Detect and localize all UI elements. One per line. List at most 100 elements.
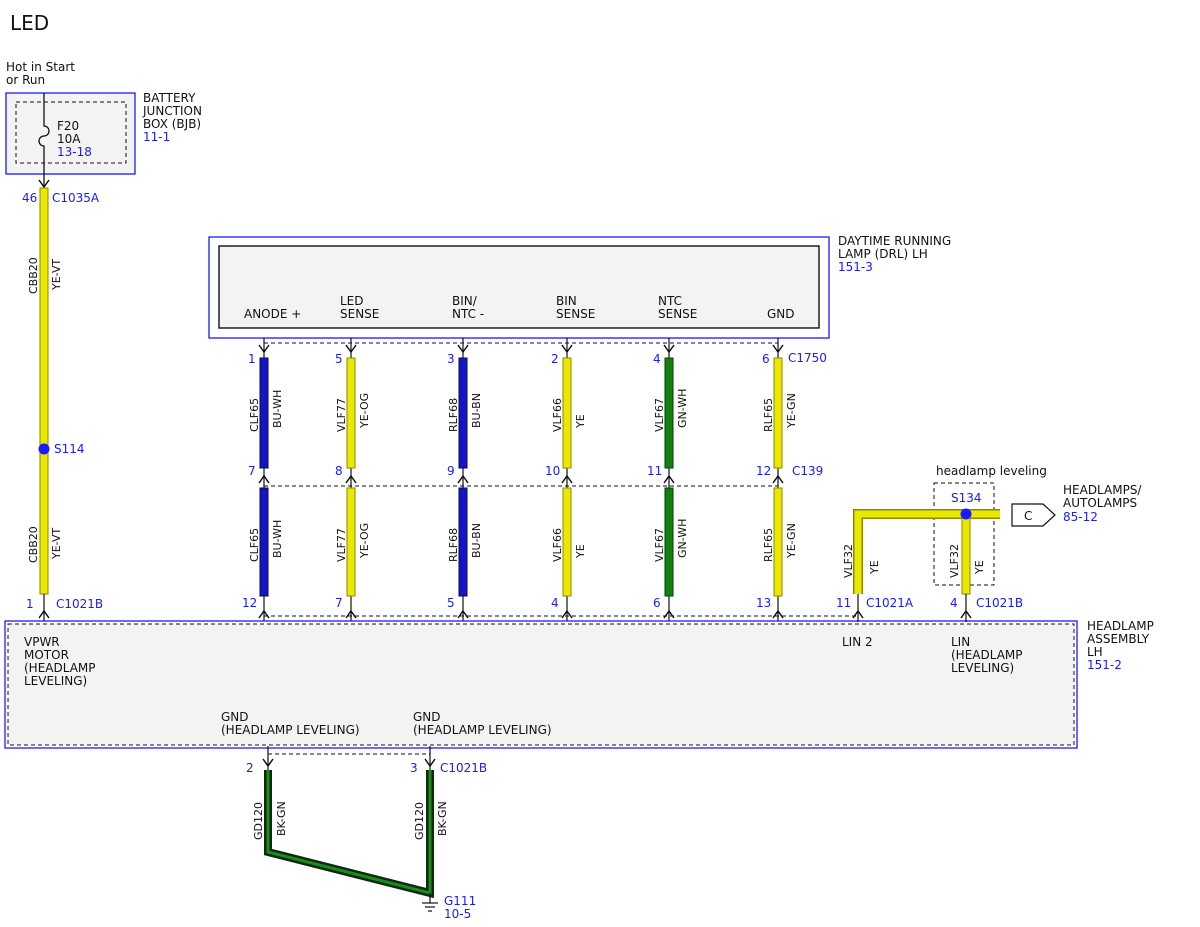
pin-top-4: 4 <box>653 352 661 366</box>
color-lower-3: YE <box>574 544 587 559</box>
connector-c1750[interactable]: C1750 <box>788 351 827 365</box>
power-source-label-1: Hot in Start <box>6 60 75 74</box>
connector-c1035a[interactable]: C1035A <box>52 191 100 205</box>
wire-rlf65-upper[interactable] <box>773 357 783 469</box>
wire-rlf68-upper[interactable] <box>458 357 468 469</box>
wire-rlf68-lower[interactable] <box>458 487 468 597</box>
drl-ref-link[interactable]: 151-3 <box>838 260 873 274</box>
circuit-lower-3: VLF66 <box>551 528 564 562</box>
pin-mid-2: 9 <box>447 464 455 478</box>
cbb20-color-bottom: YE-VT <box>50 527 63 560</box>
ground-g111[interactable]: G111 <box>444 894 476 908</box>
pin-bottom-2: 5 <box>447 596 455 610</box>
ground-ref-link[interactable]: 10-5 <box>444 907 471 921</box>
vpwr-label-4: LEVELING) <box>24 674 87 688</box>
arrow-up-icon <box>561 474 573 484</box>
arrow-down-icon <box>561 344 573 354</box>
color-upper-0: BU-WH <box>271 390 284 428</box>
wire-rlf65-lower[interactable] <box>773 487 783 597</box>
wire-vlf67-upper[interactable] <box>664 357 674 469</box>
splice-s114-label[interactable]: S114 <box>54 442 85 456</box>
wire-vlf66-upper[interactable] <box>562 357 572 469</box>
arrow-down-icon <box>258 344 270 354</box>
drl-pin-label-0-2: ANODE + <box>244 307 301 321</box>
cbb20-circuit-bottom: CBB20 <box>27 526 40 563</box>
headlamp-ref-link[interactable]: 151-2 <box>1087 658 1122 672</box>
connector-c1021b-right[interactable]: C1021B <box>976 596 1023 610</box>
dest-label-2: AUTOLAMPS <box>1063 496 1137 510</box>
wire-vlf32-a[interactable] <box>854 510 1000 594</box>
arrow-up-icon <box>457 474 469 484</box>
pin-bottom-1: 7 <box>335 596 343 610</box>
fuse-rating: 10A <box>57 132 81 146</box>
vpwr-label-2: MOTOR <box>24 648 69 662</box>
bjb-name-2: JUNCTION <box>142 104 202 118</box>
gd120-color-a: BK-GN <box>275 801 288 836</box>
arrow-up-icon <box>258 609 270 619</box>
fuse-icon <box>38 93 50 186</box>
connector-c1021b-left[interactable]: C1021B <box>56 597 103 611</box>
offpage-connector-icon[interactable] <box>1011 503 1056 527</box>
splice-s134-label[interactable]: S134 <box>951 491 982 505</box>
pin-bottom-3: 4 <box>551 596 559 610</box>
lin-label-3: LEVELING) <box>951 661 1014 675</box>
wire-clf65-upper[interactable] <box>259 357 269 469</box>
color-lower-2: BU-BN <box>470 523 483 558</box>
gd120-circuit-b: GD120 <box>413 802 426 840</box>
connector-c1021b-gnd[interactable]: C1021B <box>440 761 487 775</box>
gd120-color-b: BK-GN <box>436 801 449 836</box>
wire-vlf67-lower[interactable] <box>664 487 674 597</box>
arrow-down-icon <box>262 758 274 768</box>
gnd-pin-b: 3 <box>410 761 418 775</box>
drl-pin-label-4-2: SENSE <box>658 307 697 321</box>
arrow-up-icon <box>258 474 270 484</box>
drl-pin-label-5-2: GND <box>767 307 795 321</box>
arrow-down-icon <box>424 758 436 768</box>
gnd-b-label-1: GND <box>413 710 441 724</box>
drl-pin-label-3-1: BIN <box>556 294 577 308</box>
dest-ref-link[interactable]: 85-12 <box>1063 510 1098 524</box>
gnd-b-label-2: (HEADLAMP LEVELING) <box>413 723 552 737</box>
gd120-circuit-a: GD120 <box>252 802 265 840</box>
wire-gd120[interactable] <box>266 770 432 895</box>
wire-vlf66-lower[interactable] <box>562 487 572 597</box>
lin2-label: LIN 2 <box>842 635 873 649</box>
circuit-lower-4: VLF67 <box>653 528 666 562</box>
wire-vlf77-lower[interactable] <box>346 487 356 597</box>
bjb-box[interactable] <box>5 92 136 175</box>
wire-vlf32-b[interactable] <box>961 513 971 595</box>
color-upper-5: YE-GN <box>785 393 798 429</box>
arrow-up-icon <box>345 474 357 484</box>
vpwr-label-1: VPWR <box>24 635 60 649</box>
connector-c1021a[interactable]: C1021A <box>866 596 914 610</box>
cbb20-pin-bottom: 1 <box>26 597 34 611</box>
fuse-ref-link[interactable]: 13-18 <box>57 145 92 159</box>
vlf32-color-b: YE <box>973 560 986 575</box>
wire-cbb20[interactable] <box>39 187 49 595</box>
wire-vlf77-upper[interactable] <box>346 357 356 469</box>
color-lower-1: YE-OG <box>358 523 371 559</box>
circuit-lower-0: CLF65 <box>248 528 261 562</box>
connector-c139[interactable]: C139 <box>792 464 823 478</box>
pin-mid-4: 11 <box>647 464 662 478</box>
circuit-lower-2: RLF68 <box>447 528 460 562</box>
page-title: LED <box>10 11 49 35</box>
circuit-upper-0: CLF65 <box>248 398 261 432</box>
arrow-down-icon <box>457 344 469 354</box>
arrow-down-icon <box>772 344 784 354</box>
arrow-up-icon <box>852 609 864 619</box>
vlf32-circuit-b: VLF32 <box>948 544 961 578</box>
headlamp-name-3: LH <box>1087 645 1103 659</box>
lin-label-1: LIN <box>951 635 970 649</box>
wire-clf65-lower[interactable] <box>259 487 269 597</box>
headlamp-inner <box>7 623 1075 746</box>
bjb-ref-link[interactable]: 11-1 <box>143 130 170 144</box>
pin-top-0: 1 <box>248 352 256 366</box>
circuit-upper-3: VLF66 <box>551 398 564 432</box>
pin-mid-3: 10 <box>545 464 560 478</box>
arrow-up-icon <box>457 609 469 619</box>
ground-icon <box>422 893 438 912</box>
circuit-upper-5: RLF65 <box>762 398 775 432</box>
color-upper-2: BU-BN <box>470 393 483 428</box>
